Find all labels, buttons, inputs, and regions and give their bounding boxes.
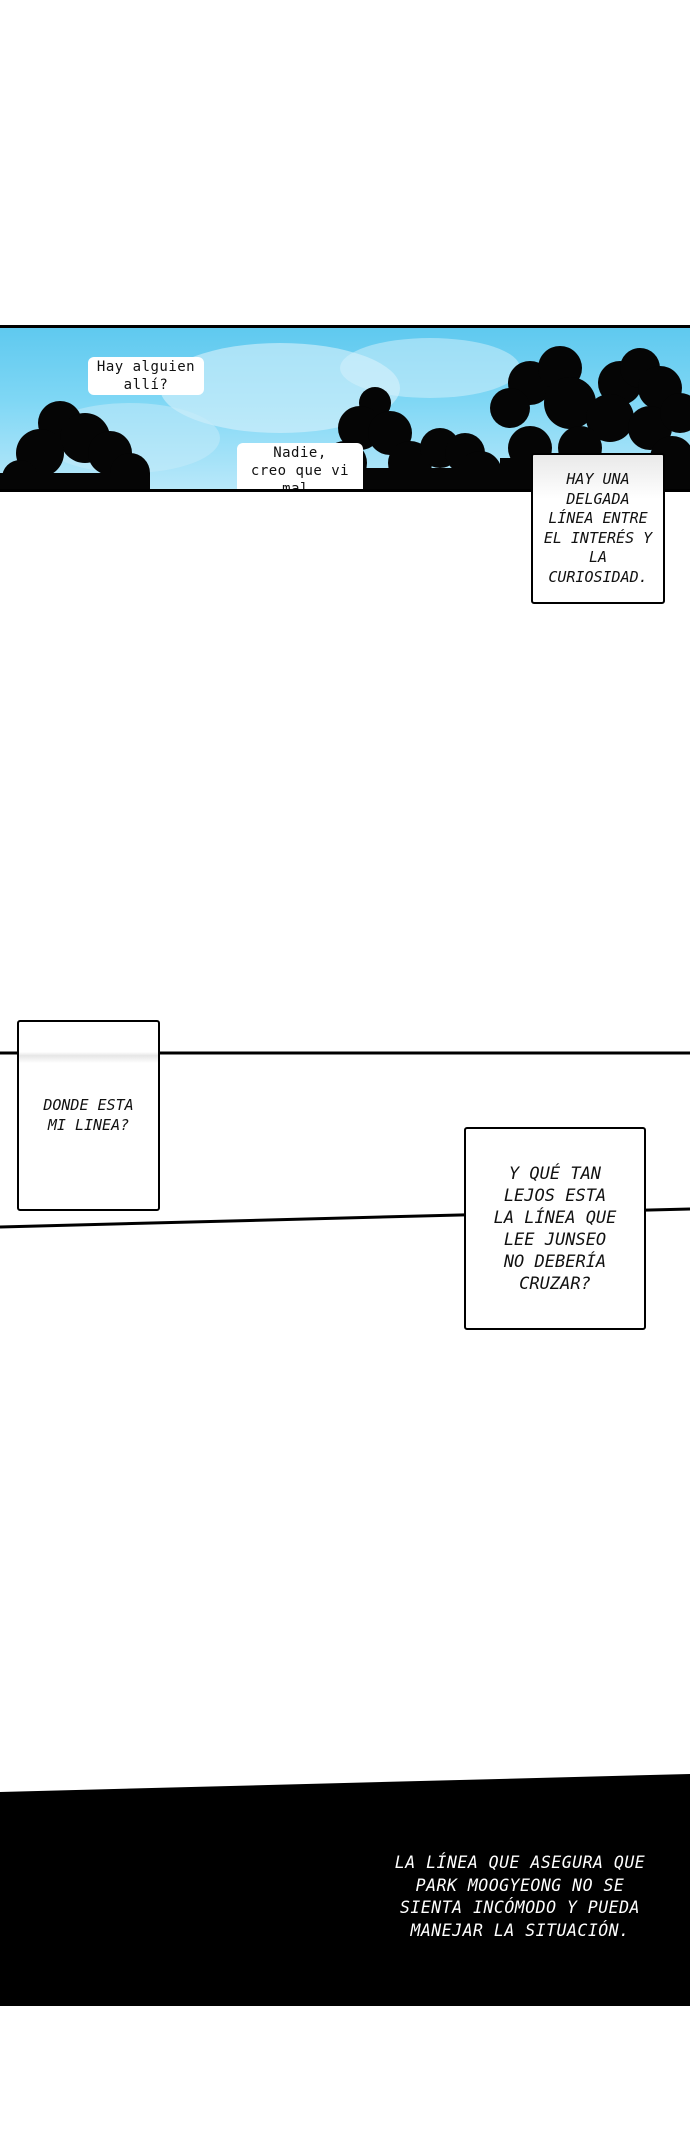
caption-line-assures: LA LÍNEA QUE ASEGURA QUE PARK MOOGYEONG … [394,1853,646,1940]
caption-thin-line: HAY UNA DELGADA LÍNEA ENTRE EL INTERÉS Y… [531,453,665,604]
tree-silhouettes [0,338,690,489]
sky-panel: Hay alguien allí? Nadie, creo que vi mal… [0,325,690,492]
speech-bubble-1: Hay alguien allí? [88,357,204,395]
caption-how-far-line: Y QUÉ TAN LEJOS ESTA LA LÍNEA QUE LEE JU… [464,1127,646,1330]
speech-bubble-2: Nadie, creo que vi mal. [237,443,363,489]
black-panel [0,1774,690,2006]
caption-where-is-my-line: DONDE ESTA MI LINEA? [17,1020,160,1211]
